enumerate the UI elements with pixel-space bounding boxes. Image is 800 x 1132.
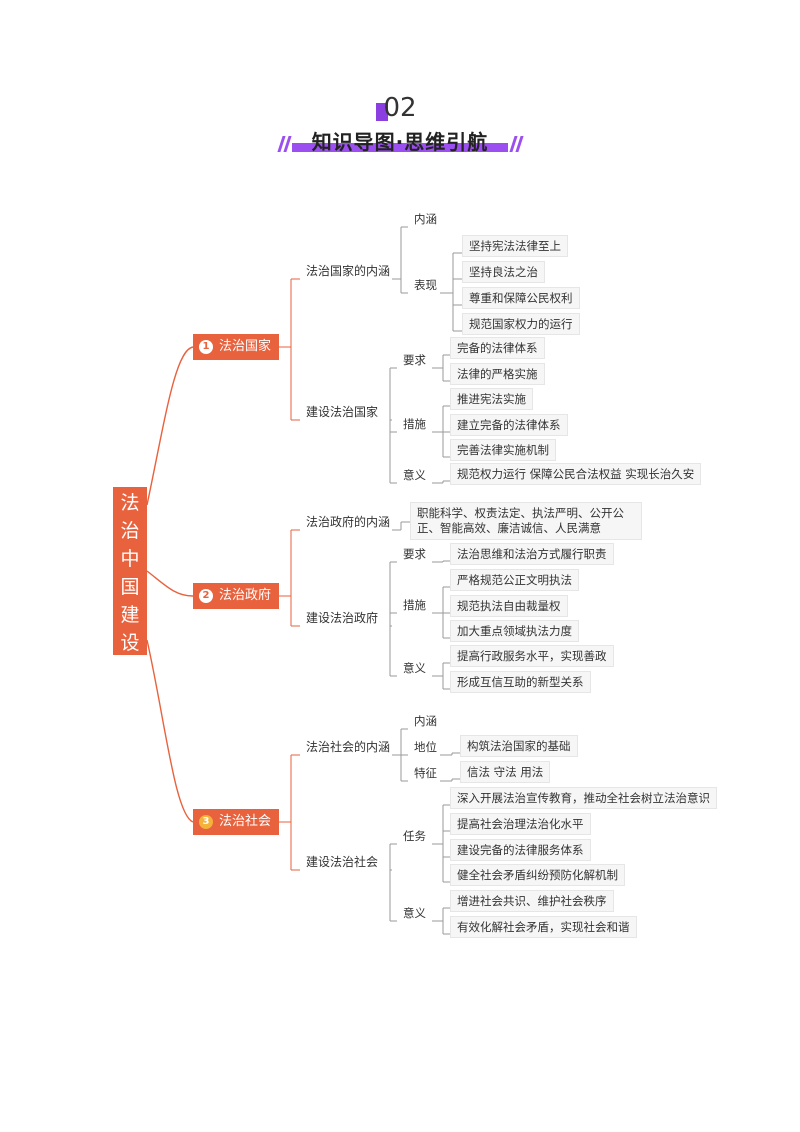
item-node: 要求 xyxy=(403,353,426,367)
leaf-node: 提高行政服务水平，实现善政 xyxy=(450,645,614,667)
leaf-node: 深入开展法治宣传教育，推动全社会树立法治意识 xyxy=(450,787,717,809)
connector-line xyxy=(146,346,194,506)
header-underline xyxy=(292,143,508,152)
section-node-rule-of-law-state: 1 法治国家 xyxy=(193,334,279,360)
leaf-node: 法律的严格实施 xyxy=(450,363,545,385)
item-node: 措施 xyxy=(403,417,426,431)
root-char: 中 xyxy=(120,548,140,570)
connector-line xyxy=(146,639,194,823)
group-node: 建设法治政府 xyxy=(306,611,379,625)
leaf-node: 信法 守法 用法 xyxy=(460,761,551,783)
item-node: 意义 xyxy=(403,661,426,675)
section-label: 法治国家 xyxy=(219,339,272,354)
leaf-node: 有效化解社会矛盾，实现社会和谐 xyxy=(450,916,637,938)
section-badge: 2 xyxy=(199,589,213,603)
leaf-node: 健全社会矛盾纠纷预防化解机制 xyxy=(450,864,625,886)
root-char: 国 xyxy=(120,576,140,598)
root-char: 建 xyxy=(120,604,140,626)
item-node: 表现 xyxy=(414,278,437,292)
root-node: 法 治 中 国 建 设 xyxy=(113,487,147,655)
group-node: 法治社会的内涵 xyxy=(306,740,391,754)
item-node: 要求 xyxy=(403,547,426,561)
leaf-node: 增进社会共识、维护社会秩序 xyxy=(450,890,614,912)
section-badge: 3 xyxy=(199,815,213,829)
group-node: 法治政府的内涵 xyxy=(306,515,391,529)
header-number-accent xyxy=(376,103,388,121)
leaf-node: 规范执法自由裁量权 xyxy=(450,595,568,617)
leaf-node: 坚持良法之治 xyxy=(462,261,545,283)
root-char: 治 xyxy=(120,520,140,542)
leaf-node: 法治思维和法治方式履行职责 xyxy=(450,543,614,565)
section-node-rule-of-law-society: 3 法治社会 xyxy=(193,809,279,835)
leaf-node: 形成互信互助的新型关系 xyxy=(450,671,591,693)
item-node: 意义 xyxy=(403,468,426,482)
leaf-node: 完善法律实施机制 xyxy=(450,439,556,461)
leaf-node: 规范权力运行 保障公民合法权益 实现长治久安 xyxy=(450,463,702,485)
group-node: 建设法治国家 xyxy=(306,405,379,419)
section-node-rule-of-law-government: 2 法治政府 xyxy=(193,583,279,609)
section-badge: 1 xyxy=(199,340,213,354)
leaf-node: 构筑法治国家的基础 xyxy=(460,735,578,757)
item-node: 意义 xyxy=(403,906,426,920)
leaf-node: 推进宪法实施 xyxy=(450,388,533,410)
leaf-node: 建立完备的法律体系 xyxy=(450,414,568,436)
connector-line xyxy=(146,570,194,597)
item-node: 任务 xyxy=(403,829,426,843)
root-char: 法 xyxy=(120,492,140,514)
item-node: 内涵 xyxy=(414,714,437,728)
header-number: 02 xyxy=(383,93,417,123)
leaf-node: 提高社会治理法治化水平 xyxy=(450,813,591,835)
group-node: 法治国家的内涵 xyxy=(306,264,391,278)
leaf-node: 规范国家权力的运行 xyxy=(462,313,580,335)
group-node: 建设法治社会 xyxy=(306,855,379,869)
item-node: 职能科学、权责法定、执法严明、公开公正、智能高效、廉洁诚信、人民满意 xyxy=(410,502,642,540)
item-node: 地位 xyxy=(414,740,437,754)
item-node: 内涵 xyxy=(414,212,437,226)
leaf-node: 完备的法律体系 xyxy=(450,337,545,359)
item-node: 措施 xyxy=(403,598,426,612)
leaf-node: 坚持宪法法律至上 xyxy=(462,235,568,257)
leaf-node: 加大重点领域执法力度 xyxy=(450,620,579,642)
section-label: 法治政府 xyxy=(219,588,272,603)
section-label: 法治社会 xyxy=(219,814,272,829)
item-node: 特征 xyxy=(414,766,437,780)
leaf-node: 严格规范公正文明执法 xyxy=(450,569,579,591)
root-char: 设 xyxy=(120,632,140,654)
leaf-node: 尊重和保障公民权利 xyxy=(462,287,580,309)
leaf-node: 建设完备的法律服务体系 xyxy=(450,839,591,861)
header-title: 知识导图·思维引航 xyxy=(311,130,489,154)
